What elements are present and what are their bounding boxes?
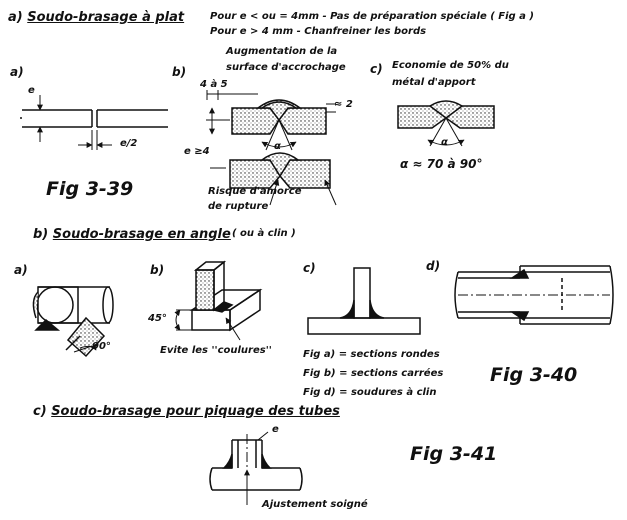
fig-c-alpha: α: [441, 137, 448, 148]
fig-b-label: b): [172, 65, 187, 79]
fig-c-angle-note: α ≈ 70 à 90°: [400, 157, 483, 171]
section-c-heading: c) Soudo-brasage pour piquage des tubes: [33, 405, 340, 418]
section-a-note-2: Pour e > 4 mm - Chanfreiner les bords: [210, 26, 427, 37]
fig-b-a-label: a): [14, 263, 28, 277]
fig-b-caption-1: Augmentation de la: [226, 46, 338, 57]
fig-d-lap-tubes: [454, 265, 614, 325]
fig-b-d-label: d): [426, 259, 441, 273]
fig-b-e-min: e ≥4: [184, 146, 210, 157]
fig-3-39-label: Fig 3-39: [46, 178, 134, 200]
fig-b-caption-2: surface d'accrochage: [226, 62, 346, 73]
fig-b-risk-1: Risque d'amorce: [208, 186, 302, 197]
fig-a-butt-joint: [20, 95, 168, 150]
fig-b-alpha: α: [274, 141, 281, 152]
fig-b-b-note: Evite les ''coulures'': [160, 345, 272, 356]
fig-b-b-angle: 45°: [148, 313, 167, 324]
fig-3-41-label: Fig 3-41: [410, 443, 498, 465]
fig-c-caption-2: métal d'apport: [392, 77, 476, 88]
section-b-title: Soudo-brasage en angle: [52, 227, 231, 242]
fig-c-vee-joint: [397, 100, 495, 147]
fig-c-tee-joint: [307, 267, 421, 335]
legend-line: Fig b) = sections carrées: [303, 368, 444, 379]
fig-b-dim-top: 4 à 5: [200, 79, 228, 90]
fig-a-e-half-label: e/2: [120, 138, 138, 149]
fig-3-40-label: Fig 3-40: [490, 364, 578, 386]
section-c-e-label: e: [272, 424, 279, 435]
section-c-prefix: c): [33, 404, 47, 419]
fig-b-b-label: b): [150, 263, 165, 277]
fig-tube-branch: [209, 431, 303, 505]
fig-a-label: a): [10, 65, 24, 79]
fig-c-caption-1: Economie de 50% du: [392, 60, 509, 71]
section-a-note-1: Pour e < ou = 4mm - Pas de préparation s…: [210, 11, 534, 22]
section-b-subtitle: ( ou à clin ): [232, 228, 296, 239]
fig-b-chamfer-joint: [206, 90, 337, 206]
legend-line: Fig d) = soudures à clin: [303, 387, 437, 398]
fig-b-c-label: c): [303, 261, 316, 275]
fig-c-label: c): [370, 62, 383, 76]
section-c-note: Ajustement soigné: [262, 499, 368, 510]
section-c-title: Soudo-brasage pour piquage des tubes: [51, 404, 340, 419]
fig-b-approx: ≈ 2: [334, 99, 353, 110]
section-b-heading: b) Soudo-brasage en angle: [33, 228, 231, 241]
section-a-prefix: a): [8, 10, 23, 25]
fig-b-square-sections: [174, 260, 263, 341]
fig-a-round-sections: [32, 286, 114, 358]
section-a-heading: a) Soudo-brasage à plat: [8, 11, 184, 24]
fig-a-e-label: e: [28, 85, 35, 96]
section-b-prefix: b): [33, 227, 49, 242]
fig-b-risk-2: de rupture: [208, 201, 269, 212]
section-a-title: Soudo-brasage à plat: [27, 10, 185, 25]
fig-b-a-angle: 90°: [92, 341, 111, 352]
legend-line: Fig a) = sections rondes: [303, 349, 440, 360]
